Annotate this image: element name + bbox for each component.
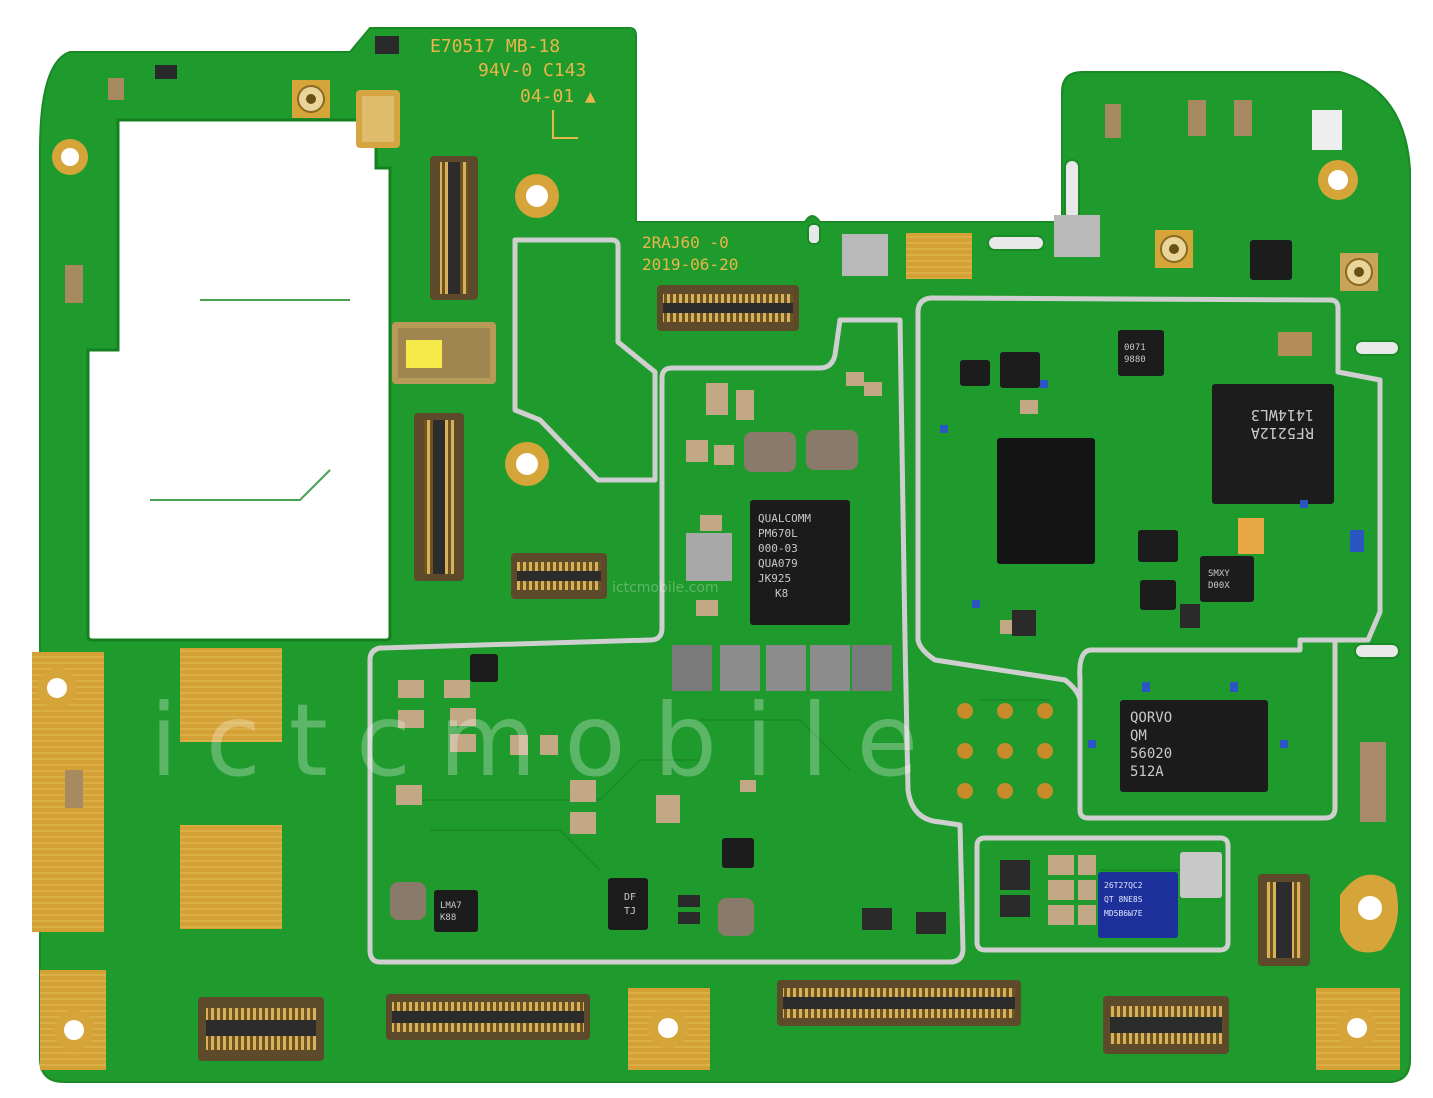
rf-top-label: RF5212A 1414WL3 — [1251, 406, 1314, 442]
blue-chip-label: 26T27QC2 QT 8NE8S MD5B6Ы7E — [1104, 881, 1143, 918]
silkscreen-mark — [552, 110, 578, 139]
small-chip-c-label: 0071 9880 — [1124, 343, 1146, 365]
svg-text:56020: 56020 — [1130, 746, 1172, 762]
smd-components — [65, 36, 1252, 934]
svg-text:JK925: JK925 — [758, 572, 791, 585]
copper-pad — [906, 233, 972, 279]
silkscreen-part: 2RAJ60 -0 — [642, 233, 729, 252]
svg-text:9880: 9880 — [1124, 355, 1146, 365]
svg-text:QM: QM — [1130, 728, 1147, 744]
small-chip-a-label: LMA7 K88 — [440, 901, 462, 923]
svg-text:K88: K88 — [440, 913, 456, 923]
shield-clip — [842, 234, 888, 276]
traces — [150, 299, 1180, 871]
small-chip-b-label: DF TJ — [624, 892, 636, 917]
svg-text:000-03: 000-03 — [758, 542, 798, 555]
rf-shields — [367, 237, 1383, 965]
rf-bottom-label: QORVO QM 56020 512A — [1130, 710, 1172, 780]
silkscreen-date: 2019-06-20 — [642, 255, 738, 274]
svg-text:MD5B6Ы7E: MD5B6Ы7E — [1104, 909, 1143, 918]
silkscreen-line-1: E70517 MB-18 — [430, 36, 560, 57]
board-cutout — [86, 118, 392, 642]
svg-text:D00X: D00X — [1208, 581, 1230, 591]
svg-text:QUALCOMM: QUALCOMM — [758, 512, 811, 525]
svg-text:QT 8NE8S: QT 8NE8S — [1104, 895, 1143, 904]
small-chip-d-label: SMXY D00X — [1208, 569, 1230, 591]
mounting-holes — [37, 139, 1399, 1050]
svg-text:RF5212A: RF5212A — [1251, 424, 1314, 442]
side-key — [1360, 742, 1386, 822]
shield-clip — [1054, 215, 1100, 257]
svg-text:0071: 0071 — [1124, 343, 1146, 353]
antenna-connectors — [292, 80, 1378, 291]
svg-text:PM670L: PM670L — [758, 527, 798, 540]
watermark-large: ictcmobile — [150, 682, 946, 799]
svg-text:QORVO: QORVO — [1130, 710, 1172, 726]
flex-connectors — [198, 156, 1310, 1061]
chips — [434, 240, 1334, 938]
silkscreen-line-3: 04-01 ▲ — [520, 86, 596, 107]
watermark-small: ictcmobile.com — [612, 580, 719, 596]
copper-pad — [180, 825, 282, 929]
svg-text:LMA7: LMA7 — [440, 901, 462, 911]
silkscreen-line-2: 94V-0 C143 — [478, 60, 586, 81]
blue-components — [940, 380, 1364, 748]
svg-text:1414WL3: 1414WL3 — [1251, 406, 1314, 424]
svg-text:QUA079: QUA079 — [758, 557, 798, 570]
svg-text:TJ: TJ — [624, 906, 636, 917]
svg-text:DF: DF — [624, 892, 636, 903]
copper-pad — [180, 648, 282, 742]
pmic-label: QUALCOMM PM670L 000-03 QUA079 JK925 K8 — [758, 512, 811, 600]
svg-text:K8: K8 — [775, 587, 788, 600]
inductors — [390, 430, 892, 936]
svg-text:SMXY: SMXY — [1208, 569, 1230, 579]
test-pads — [957, 703, 1053, 799]
passives — [396, 332, 1312, 925]
svg-text:512A: 512A — [1130, 764, 1164, 780]
svg-text:26T27QC2: 26T27QC2 — [1104, 881, 1143, 890]
shield-clip — [1312, 110, 1342, 150]
